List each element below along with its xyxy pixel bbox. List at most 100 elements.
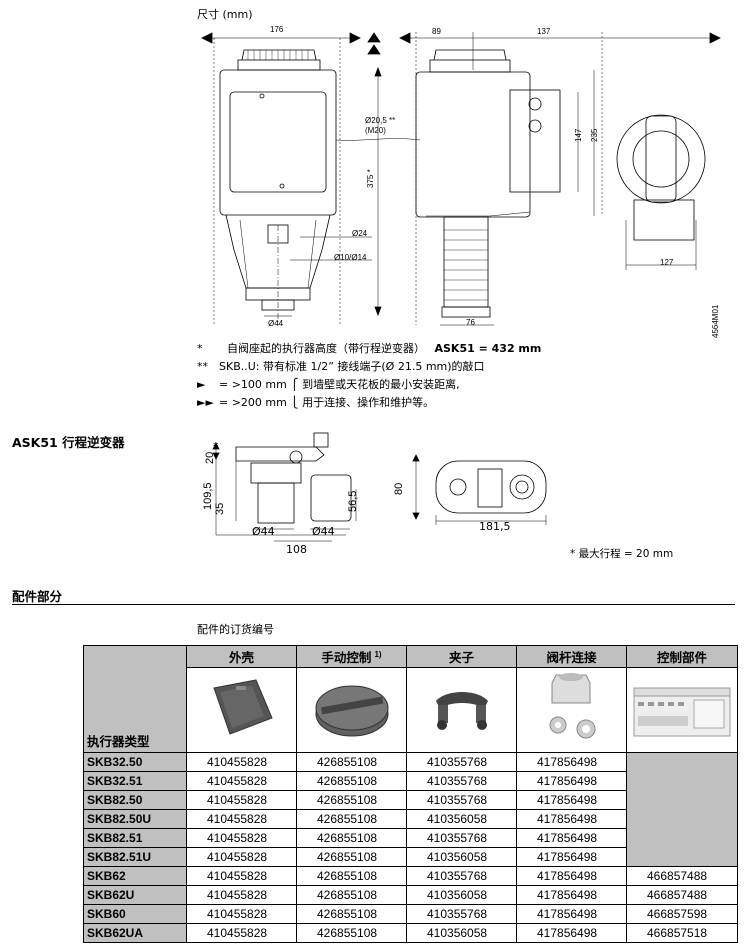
col-header-housing: 外壳 [186,645,297,668]
manual-control-image [296,667,407,753]
stem-connection-image [516,667,627,753]
col-header-clamp: 夹子 [406,645,517,668]
row-model: SKB82.50U [83,809,187,829]
row-value: 410355768 [406,866,517,886]
ask51-dim-80: 80 [393,482,405,495]
dim-10-14: Ø10/Ø14 [334,253,367,262]
row-value: 426855108 [296,923,407,943]
col-header-manual-label: 手动控制 [321,651,372,665]
row-value: 410455828 [186,923,297,943]
row-value: 426855108 [296,809,407,829]
ask51-star: * [213,440,219,453]
row-value: 410355768 [406,771,517,791]
dim-24: Ø24 [352,229,368,238]
row-value: 417856498 [516,828,627,848]
note-text: = >200 mm ⎩ 用于连接、操作和维护等。 [219,396,435,409]
row-value: 417856498 [516,923,627,943]
row-value: 466857488 [626,885,738,905]
dim-44: Ø44 [268,319,284,328]
row-value: 466857518 [626,923,738,943]
row-value: 426855108 [296,847,407,867]
row-value: 417856498 [516,866,627,886]
row-value: 417856498 [516,904,627,924]
row-value: 417856498 [516,752,627,772]
note-4: ►► = >200 mm ⎩ 用于连接、操作和维护等。 [197,394,434,410]
row-value: 417856498 [516,885,627,905]
dim-76: 76 [466,318,475,327]
row-model: SKB62U [83,885,187,905]
row-value: 410355768 [406,828,517,848]
row-value: 426855108 [296,885,407,905]
row-value: 426855108 [296,828,407,848]
row-value: 426855108 [296,866,407,886]
note-bold: ASK51 = 432 mm [434,342,542,355]
row-model: SKB60 [83,904,187,924]
drawing-code: 4564M01 [711,304,720,338]
row-value: 426855108 [296,752,407,772]
row-value: 410455828 [186,809,297,829]
row-value: 410356058 [406,923,517,943]
row-value: 417856498 [516,847,627,867]
row-model: SKB32.51 [83,771,187,791]
dim-375: 375 * [366,169,375,188]
row-value: 410356058 [406,847,517,867]
dim-147: 147 [574,128,583,142]
dim-127: 127 [660,258,674,267]
dim-m20: (M20) [365,126,386,135]
note-text: SKB..U: 带有标准 1/2” 接线端子(Ø 21.5 mm)的敲口 [219,360,485,373]
accessories-title: 配件部分 [12,589,63,604]
row-value: 410455828 [186,771,297,791]
control-unit-na [626,752,738,867]
row-value: 410355768 [406,752,517,772]
row-value: 426855108 [296,771,407,791]
row-value: 410356058 [406,885,517,905]
row-model: SKB32.50 [83,752,187,772]
control-unit-image [626,667,738,753]
row-value: 417856498 [516,809,627,829]
note-mark: ► [197,378,206,391]
dimensions-label: 尺寸 (mm) [197,8,253,21]
row-value: 417856498 [516,771,627,791]
ask51-dim-20: 20 [204,451,216,464]
note-1: *自阀座起的执行器高度（带行程逆变器） ASK51 = 432 mm [197,340,541,356]
row-value: 410455828 [186,752,297,772]
housing-image [186,667,297,753]
ask51-dim-35: 35 [214,502,226,515]
note-mark: ►► [197,396,214,409]
col-header-control: 控制部件 [626,645,738,668]
row-value: 410355768 [406,790,517,810]
row-model: SKB82.51U [83,847,187,867]
row-value: 410356058 [406,809,517,829]
row-value: 410455828 [186,828,297,848]
section-divider [12,604,735,605]
footnote-mark: 1) [374,649,382,659]
note-text: 自阀座起的执行器高度（带行程逆变器） [227,342,425,355]
note-2: **SKB..U: 带有标准 1/2” 接线端子(Ø 21.5 mm)的敲口 [197,358,485,374]
ask51-dimension-drawing [212,432,547,542]
row-value: 410455828 [186,866,297,886]
dim-137: 137 [537,27,551,36]
row-value: 426855108 [296,790,407,810]
ask51-dim-109-5: 109,5 [202,482,214,510]
row-value: 466857598 [626,904,738,924]
dim-89: 89 [432,27,441,36]
ask51-dim-44b: Ø44 [312,525,335,538]
note-3: ►= >100 mm ⎧ 到墙壁或天花板的最小安装距离, [197,376,460,392]
max-stroke-note: * 最大行程 = 20 mm [570,548,674,560]
dim-235: 235 [590,128,599,142]
row-model: SKB82.51 [83,828,187,848]
row-value: 410455828 [186,790,297,810]
clamp-image [406,667,517,753]
dim-cable: Ø20,5 ** [365,116,396,125]
col-header-stem: 阀杆连接 [516,645,627,668]
row-value: 410355768 [406,904,517,924]
